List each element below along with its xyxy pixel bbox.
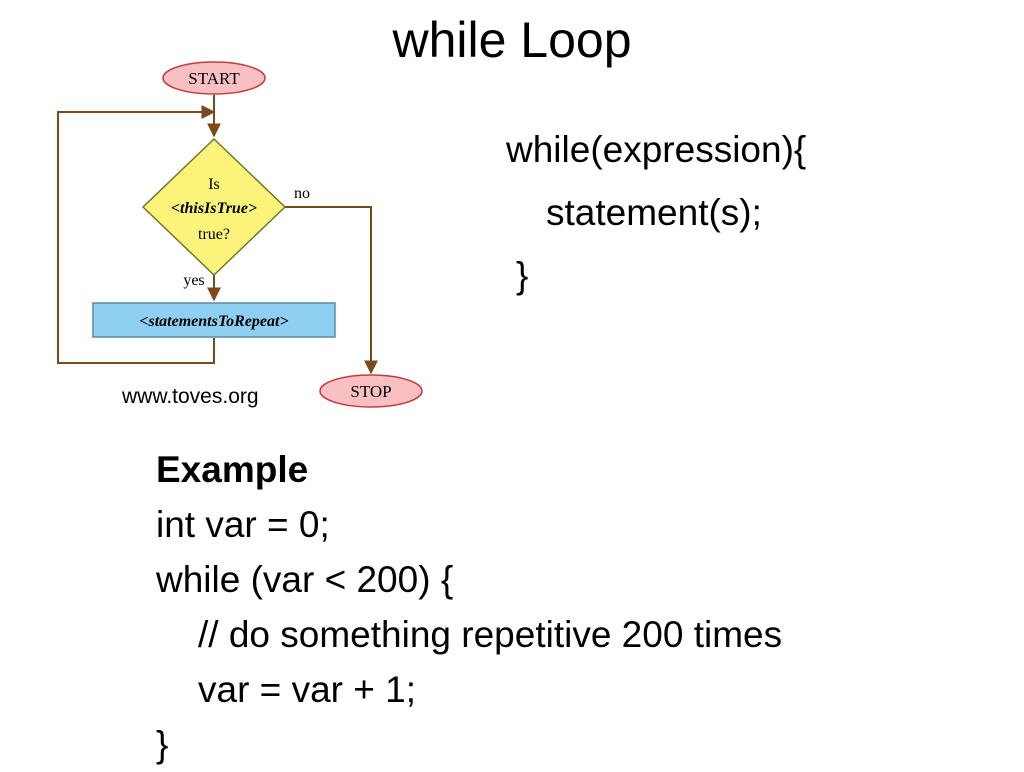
example-heading: Example — [156, 449, 309, 490]
example-line-3: // do something repetitive 200 times — [198, 614, 783, 655]
no-label: no — [294, 185, 310, 202]
loop-back-arrow — [57, 105, 216, 364]
process-label: <statementsToRepeat> — [139, 313, 288, 330]
while-loop-flowchart: START Is <thisIsTrue> true? no yes <stat… — [57, 61, 423, 408]
example-line-5: } — [156, 724, 169, 765]
syntax-block: while(expression){ statement(s); } — [506, 118, 806, 307]
decision-text-3: true? — [198, 226, 230, 243]
example-line-1: int var = 0; — [156, 504, 330, 545]
example-line-2: while (var < 200) { — [156, 559, 454, 600]
example-block: Example int var = 0; while (var < 200) {… — [156, 442, 782, 772]
process-box: <statementsToRepeat> — [92, 302, 336, 338]
flowchart-connectors — [57, 95, 378, 375]
stop-label: STOP — [350, 382, 391, 401]
no-arrow — [285, 206, 378, 375]
image-credit: www.toves.org — [122, 385, 259, 408]
stop-terminal: STOP — [319, 374, 423, 408]
syntax-line-2: statement(s); — [546, 192, 762, 233]
decision-text-2: <thisIsTrue> — [171, 200, 257, 217]
yes-label: yes — [183, 272, 204, 289]
syntax-line-1: while(expression){ — [506, 129, 807, 170]
start-label: START — [188, 69, 240, 88]
syntax-line-3: } — [516, 255, 529, 296]
example-line-4: var = var + 1; — [198, 669, 416, 710]
start-terminal: START — [162, 61, 266, 95]
decision-diamond: Is <thisIsTrue> true? — [141, 137, 287, 277]
decision-text-1: Is — [208, 176, 220, 193]
slide-title: while Loop — [392, 12, 632, 68]
